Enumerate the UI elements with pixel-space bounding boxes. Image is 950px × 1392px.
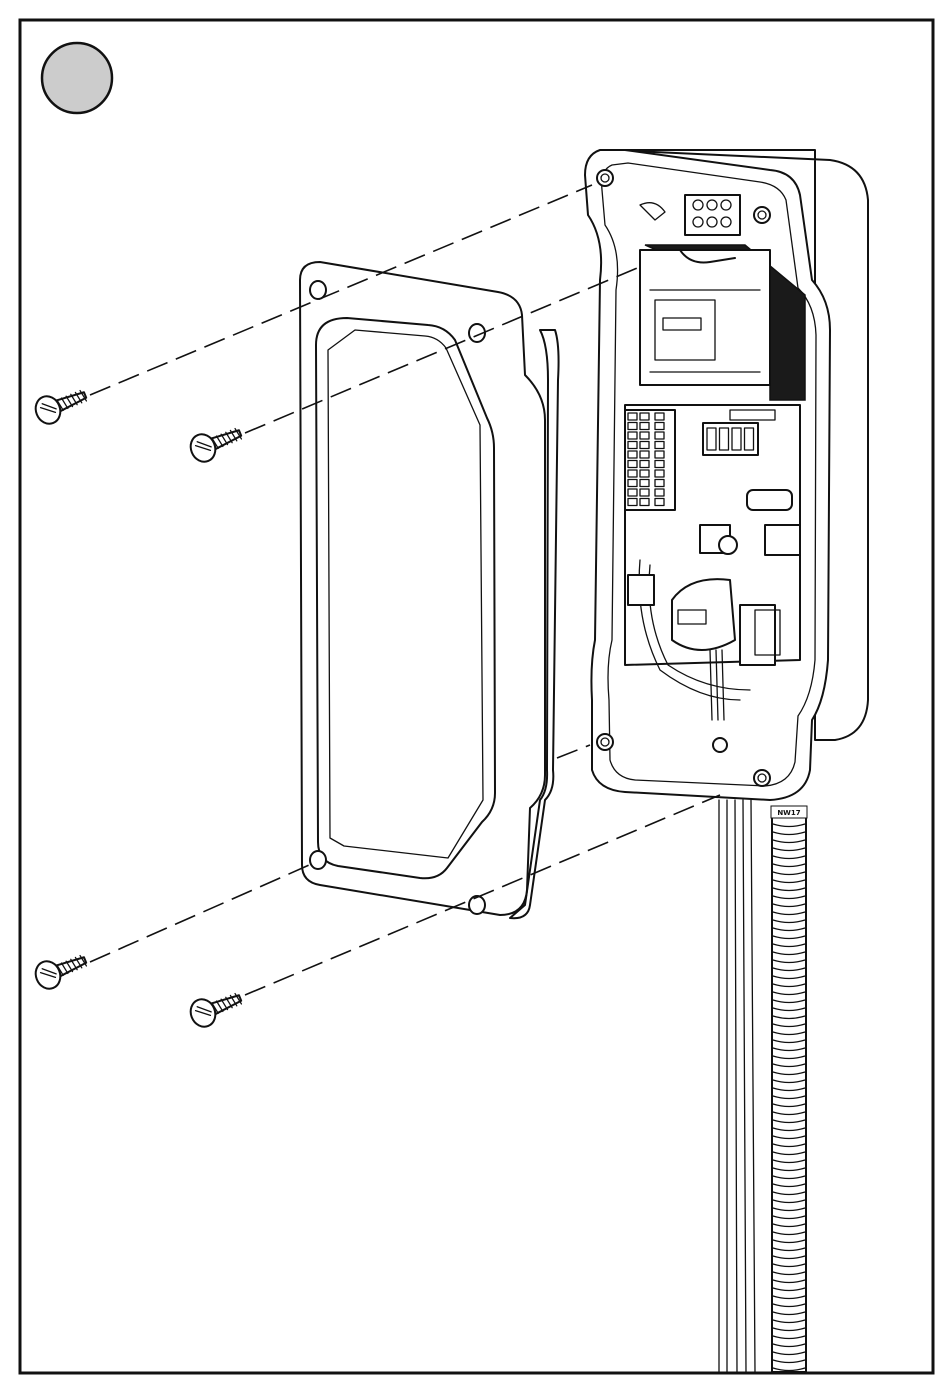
conduit [772, 812, 806, 1372]
control-box-enclosure [585, 150, 868, 800]
cover-gasket-frame [300, 262, 559, 918]
step-number-badge [42, 43, 112, 113]
mounting-screw [187, 420, 246, 465]
conduit-size-label: NW17 [777, 809, 800, 817]
mounting-screw [32, 947, 91, 992]
mounting-screw [187, 985, 246, 1030]
cable-bundle [719, 800, 755, 1372]
mounting-screw [32, 382, 91, 427]
